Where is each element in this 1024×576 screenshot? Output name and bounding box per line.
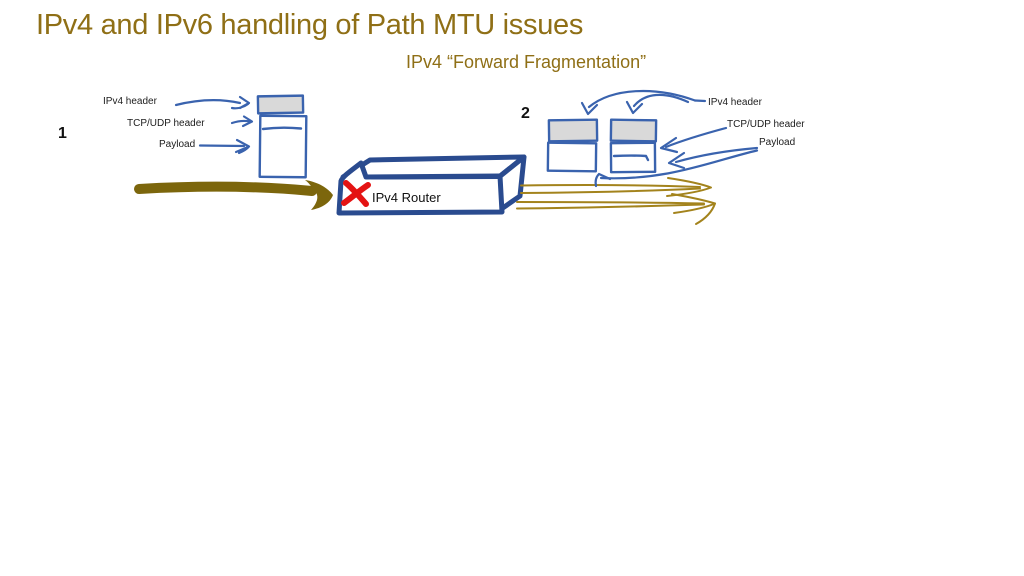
arrow-payload-sweep <box>599 149 759 180</box>
step1-number: 1 <box>58 125 67 142</box>
step1-label-payload: Payload <box>159 139 196 150</box>
step1-label-tcpudp-header: TCP/UDP header <box>127 118 205 129</box>
arrow-ipv4-header-left <box>174 99 242 107</box>
step2-number: 2 <box>521 105 530 122</box>
label-arrows-left <box>174 95 254 155</box>
thick-flow-arrow <box>134 180 333 210</box>
arrow-payload-short <box>674 146 759 164</box>
arrow-ipv4-to-frag2 <box>632 93 690 108</box>
fragment-flow-arrows <box>516 177 716 225</box>
router-front-face <box>336 160 505 216</box>
red-x-icon <box>341 180 371 207</box>
fragment-arrow-bottom <box>516 193 716 225</box>
packet-body-box <box>258 114 308 179</box>
router-box <box>336 154 527 216</box>
fragment-packets <box>546 118 658 174</box>
router-label: IPv4 Router <box>372 190 441 205</box>
step2-label-payload: Payload <box>759 137 796 148</box>
packet-original <box>256 94 308 179</box>
arrow-tcpudp-right <box>664 126 728 149</box>
packet-ipv4-header-box <box>256 94 305 115</box>
label-arrows-right <box>580 89 759 188</box>
arrow-tcpudp-left <box>230 119 252 125</box>
step2-label-tcpudp-header: TCP/UDP header <box>727 119 805 130</box>
step2-label-ipv4-header: IPv4 header <box>708 97 762 108</box>
slide-title: IPv4 and IPv6 handling of Path MTU issue… <box>36 9 584 41</box>
slide-subtitle: IPv4 “Forward Fragmentation” <box>406 52 647 72</box>
arrow-ipv4-to-frag1 <box>587 89 697 109</box>
step1-label-ipv4-header: IPv4 header <box>103 96 157 107</box>
fragment1 <box>546 118 599 173</box>
fragment2 <box>609 118 658 174</box>
fragment-arrow-top <box>520 177 712 197</box>
arrow-payload-left <box>198 144 246 148</box>
